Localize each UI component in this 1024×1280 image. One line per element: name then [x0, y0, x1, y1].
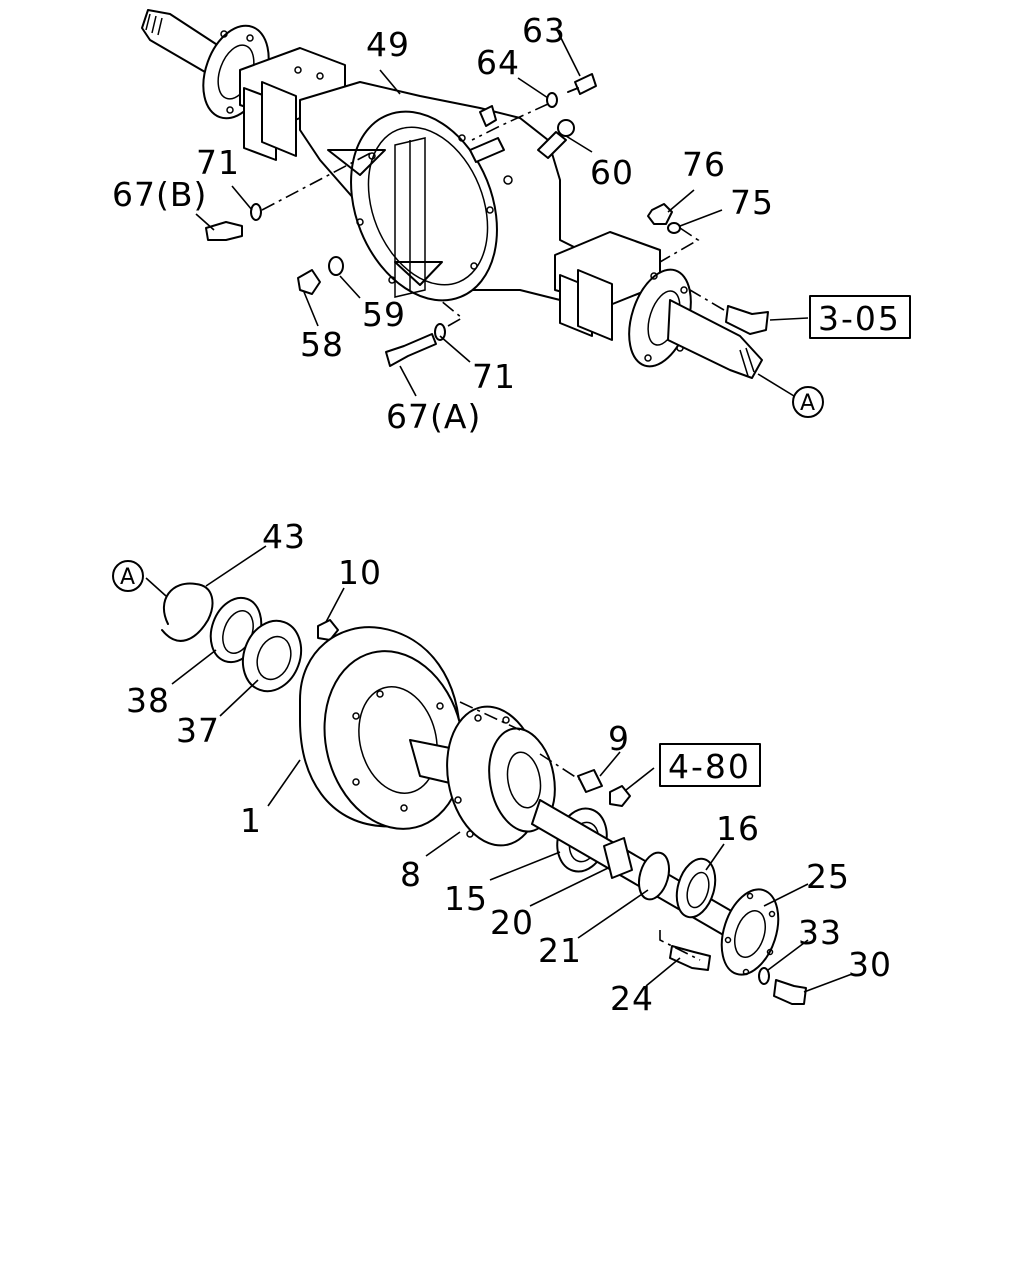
callout-75: 75: [730, 183, 774, 222]
lower-leader-lines: [145, 545, 853, 993]
hub-drum-assembly: [161, 582, 807, 1005]
reference-box-4-80: [659, 743, 761, 787]
callout-10: 10: [338, 553, 382, 592]
callout-9: 9: [608, 719, 630, 758]
reference-3-05: 3-05: [818, 299, 901, 338]
connector-a-upper: [792, 386, 824, 418]
callout-24: 24: [610, 979, 654, 1018]
callout-38: 38: [126, 681, 170, 720]
reference-box-3-05: [809, 295, 911, 339]
callout-58: 58: [300, 325, 344, 364]
callout-20: 20: [490, 903, 534, 942]
upper-leader-lines: [195, 27, 809, 397]
callout-33: 33: [798, 913, 842, 952]
callout-67b: 67(B): [112, 175, 207, 214]
callout-63: 63: [522, 11, 566, 50]
callout-64: 64: [476, 43, 520, 82]
callout-21: 21: [538, 931, 582, 970]
reference-4-80: 4-80: [668, 747, 751, 786]
callout-76: 76: [682, 145, 726, 184]
callout-71-right: 71: [472, 357, 516, 396]
callout-67a: 67(A): [386, 397, 481, 436]
lower-callouts: 43 10 38 37 1 9 8 15 16 20 21 25 33 30 2…: [112, 517, 892, 1018]
upper-callouts: 49 63 64 60 76 75 71 67(B) 59 58 71 67(A…: [112, 11, 911, 436]
callout-16: 16: [716, 809, 760, 848]
callout-71-left: 71: [196, 143, 240, 182]
upper-small-parts: [205, 73, 769, 367]
callout-60: 60: [590, 153, 634, 192]
axle-housing-assembly: [141, 9, 763, 379]
connector-a-lower-label: A: [120, 565, 135, 590]
callout-25: 25: [806, 857, 850, 896]
connector-a-lower: [112, 560, 144, 592]
callout-8: 8: [400, 855, 422, 894]
callout-30: 30: [848, 945, 892, 984]
callout-43: 43: [262, 517, 306, 556]
connector-a-upper-label: A: [800, 391, 815, 416]
callout-1: 1: [240, 801, 262, 840]
callout-37: 37: [176, 711, 220, 750]
callout-59: 59: [362, 295, 406, 334]
callout-15: 15: [444, 879, 488, 918]
callout-49: 49: [366, 25, 410, 64]
